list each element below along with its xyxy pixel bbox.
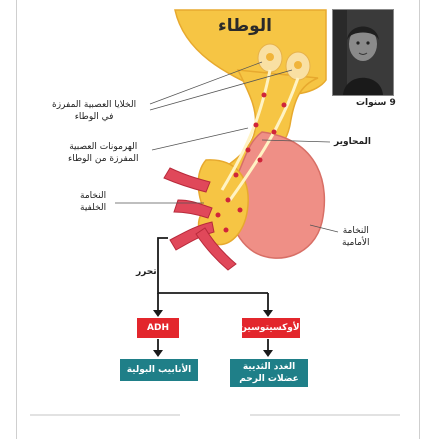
child-photo [332,9,394,96]
diagram-title: الوطاء [218,16,272,36]
kidney-tubules-box: الأنابيب البولية [120,359,198,381]
oxytocin-targets-box: الغدد الثديية عضلات الرحم [230,359,308,387]
label-axons: المحاوير [334,136,371,148]
label-posterior-pituitary: النخامة الخلفية [80,190,106,214]
adh-hormone-box: ADH [137,318,179,338]
label-release: تحرر [136,266,157,278]
photo-caption: 9 سنوات [356,97,396,109]
label-neurohormones: الهرمونات العصبية المفرزة من الوطاء [68,141,138,165]
oxytocin-hormone-box: الأوكسيتوسين [242,318,300,338]
label-anterior-pituitary: النخامة الأمامية [342,225,370,249]
label-neurosecretory-cells: الخلايا العصبية المفرزة في الوطاء [52,99,136,123]
